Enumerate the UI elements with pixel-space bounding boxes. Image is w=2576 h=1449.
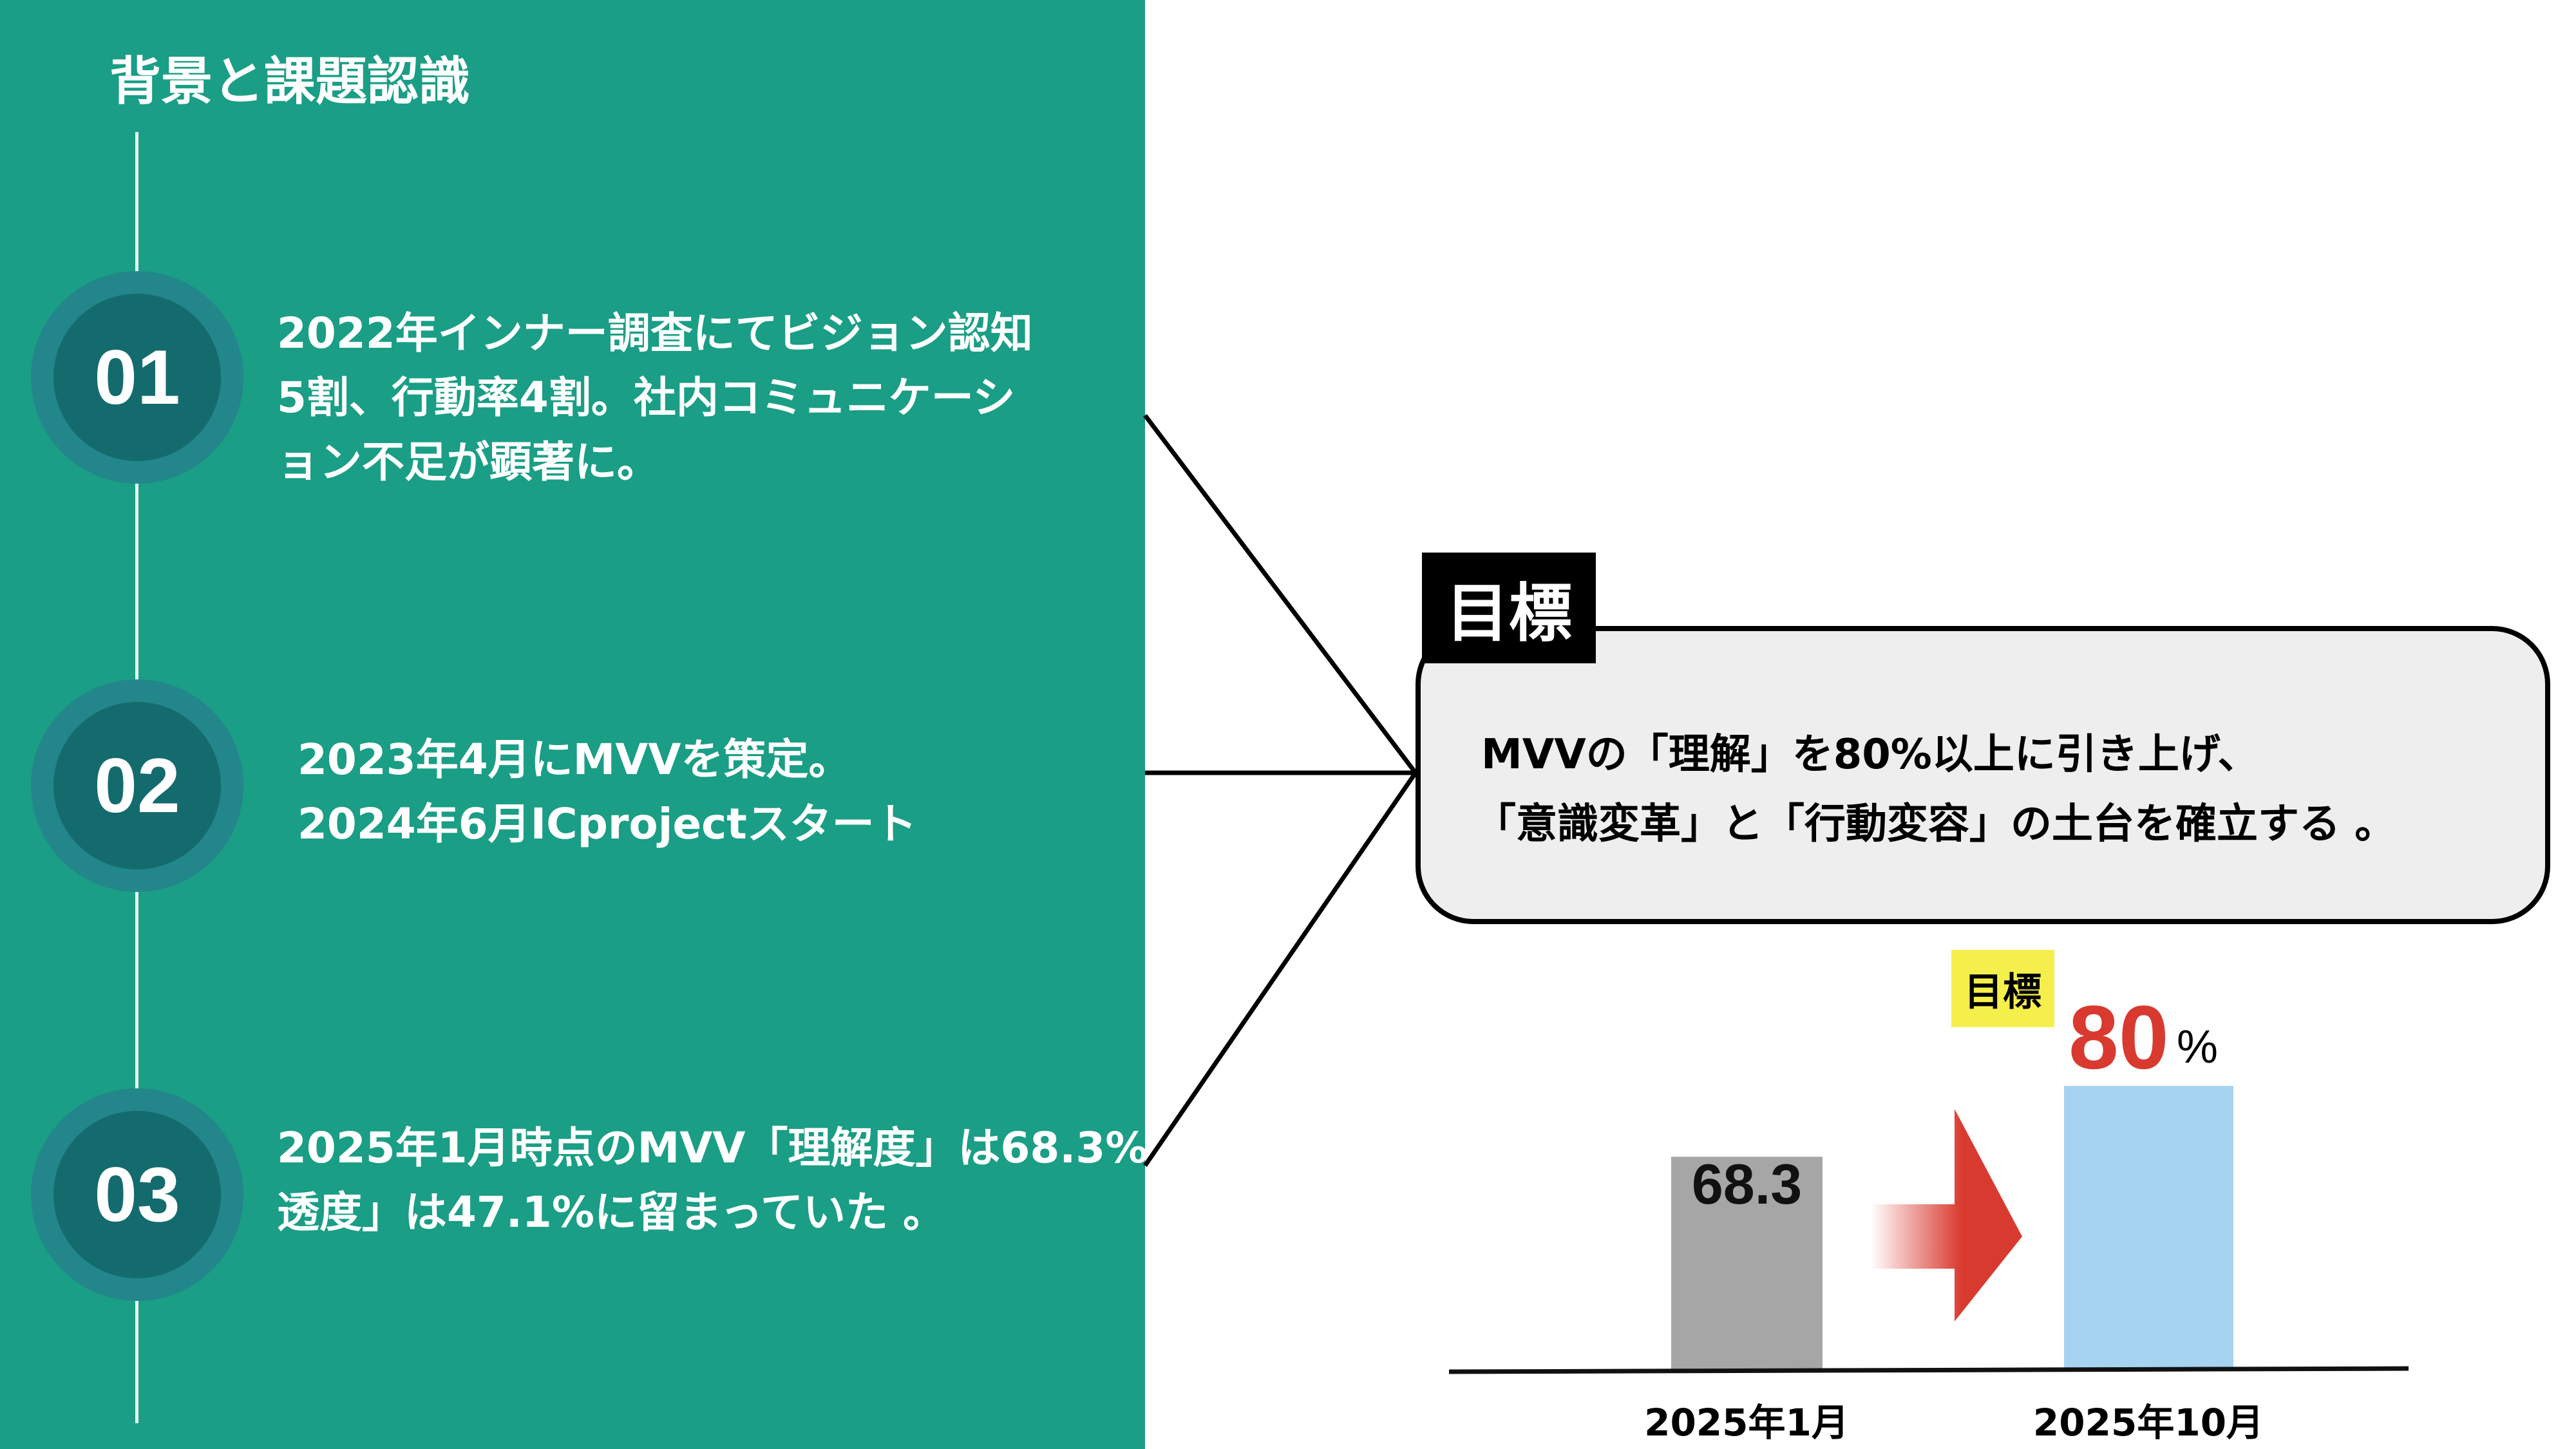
- x-tick-label-2: 2025年10月: [2032, 1401, 2264, 1444]
- goal-line-2: 「意識変革」と「行動変容」の土台を確立する 。: [1475, 800, 2396, 848]
- x-tick-label-1: 2025年1月: [1644, 1401, 1849, 1444]
- step-badge-03: 03: [31, 1088, 243, 1301]
- goal-box: [1416, 626, 2550, 924]
- step-line: ョン不足が顕著に。: [277, 437, 659, 487]
- bar-2025-10: [2064, 1086, 2233, 1370]
- step-text-01: 2022年インナー調査にてビジョン認知 5割、行動率4割。社内コミュニケーシ ョ…: [277, 301, 1033, 495]
- background-panel: 背景と課題認識 01 2022年インナー調査にてビジョン認知 5割、行動率4割。…: [0, 0, 1145, 1449]
- step-line: 2024年6月ICprojectスタート: [298, 799, 917, 849]
- connector-line-1: [1143, 413, 1417, 775]
- step-badge-02: 02: [31, 679, 243, 892]
- step-line: 2022年インナー調査にてビジョン認知: [277, 308, 1033, 358]
- connector-line-3: [1143, 772, 1417, 1167]
- percent-unit: %: [2177, 1021, 2219, 1073]
- bar-value-label-1: 68.3: [1691, 1152, 1803, 1216]
- goal-line-1: MVVの「理解」を80%以上に引き上げ、: [1481, 731, 2259, 779]
- arrow-icon: [1871, 1109, 2022, 1321]
- bar-value-label-2: 80: [2069, 987, 2169, 1088]
- step-line: 透度」は47.1%に留まっていた 。: [277, 1188, 946, 1237]
- panel-title: 背景と課題認識: [109, 52, 470, 111]
- step-text-02: 2023年4月にMVVを策定。 2024年6月ICprojectスタート: [298, 728, 917, 857]
- step-text-03: 2025年1月時点のMVV「理解度」は68.3%、 透度」は47.1%に留まって…: [277, 1116, 1145, 1245]
- bar-2025-01: [1671, 1157, 1823, 1370]
- step-badge-01: 01: [31, 271, 243, 484]
- step-line: 2025年1月時点のMVV「理解度」は68.3%、: [277, 1123, 1145, 1173]
- goal-tag: 目標: [1422, 553, 1596, 663]
- target-tag: 目標: [1951, 950, 2054, 1027]
- step-line: 2023年4月にMVVを策定。: [298, 735, 851, 784]
- x-axis: [1448, 1366, 2409, 1374]
- step-line: 5割、行動率4割。社内コミュニケーシ: [277, 373, 1016, 422]
